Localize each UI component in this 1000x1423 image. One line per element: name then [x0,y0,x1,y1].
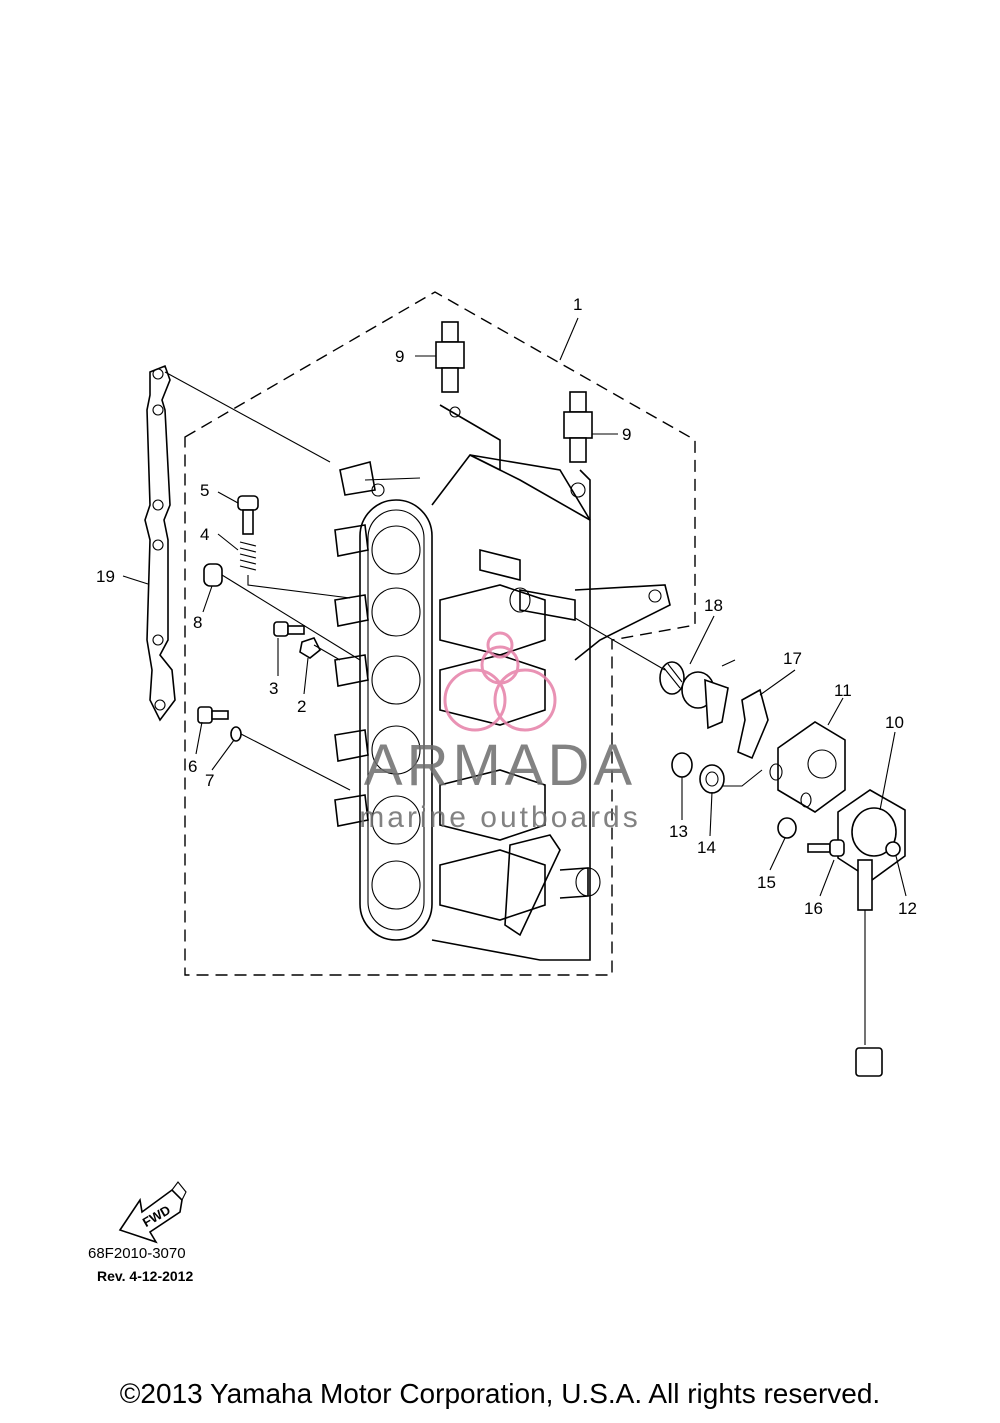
callout-4: 4 [200,525,209,544]
sensor-10 [837,789,906,1077]
callout-2: 2 [297,697,306,716]
washer-15 [777,817,797,839]
screw-12 [885,841,901,857]
callout-17: 17 [783,649,802,668]
spring-4 [239,541,257,571]
washer-7 [230,726,351,791]
gasket-19 [144,364,176,722]
fitting-9-upper [435,321,465,393]
assembly-boundary [184,291,696,976]
revision-date: Rev. 4-12-2012 [97,1268,193,1284]
watermark: ARMADA marine outboards [359,631,640,834]
sensor-bracket-11 [769,721,846,813]
callout-6: 6 [188,757,197,776]
cam-17-parts [681,659,769,760]
leader-lines [122,317,907,897]
callout-14: 14 [697,838,716,857]
callout-16: 16 [804,899,823,918]
watermark-tagline: marine outboards [359,801,640,834]
pilot-tube-8 [203,563,361,661]
screw-5 [237,495,259,535]
leader-gasket [164,371,331,463]
callout-9-upper: 9 [395,347,404,366]
callout-15: 15 [757,873,776,892]
watermark-logo [443,631,557,732]
nut-2 [299,637,341,661]
seal-14 [699,764,763,794]
watermark-brand: ARMADA [364,733,636,798]
callout-5: 5 [200,481,209,500]
callout-11: 11 [834,681,852,700]
callout-8: 8 [193,613,202,632]
copyright-notice: ©2013 Yamaha Motor Corporation, U.S.A. A… [119,1378,881,1409]
callout-12: 12 [898,899,917,918]
callout-3: 3 [269,679,278,698]
callout-10: 10 [885,713,904,732]
callout-7: 7 [205,771,214,790]
callout-1: 1 [573,295,582,314]
callout-18: 18 [704,596,723,615]
fitting-9-right [563,391,593,463]
callout-19: 19 [96,567,115,586]
screw-3 [273,621,305,637]
throttle-body [334,404,671,961]
diagram-code: 68F2010-3070 [88,1245,186,1262]
screw-16 [807,839,845,857]
fwd-arrow: FWD [118,1181,187,1244]
callout-9-right: 9 [622,425,631,444]
callout-13: 13 [669,822,688,841]
screw-6 [197,706,229,724]
cap-13 [671,752,693,778]
spring-18 [574,617,685,695]
